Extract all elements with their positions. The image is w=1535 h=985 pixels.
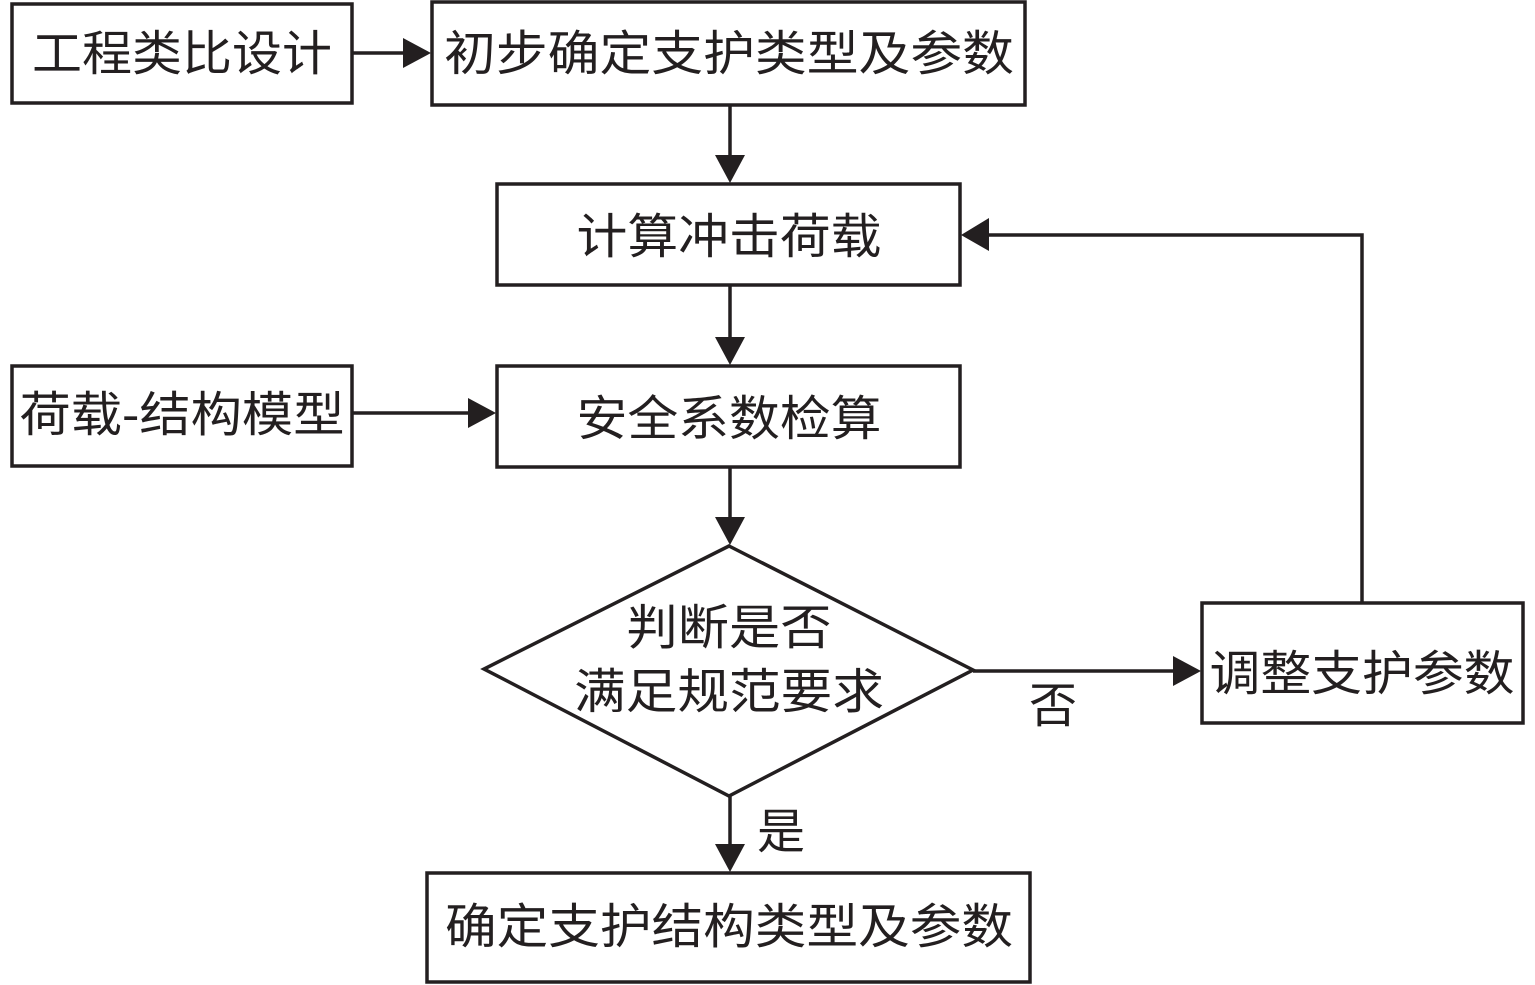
edge-analogy-to-initial [352, 38, 431, 68]
node-decision-label-line1: 判断是否 [627, 600, 832, 656]
edge-label-yes: 是 [757, 804, 805, 860]
node-adjust-params-label: 调整支护参数 [1210, 646, 1515, 702]
node-analogy-design-label: 工程类比设计 [32, 26, 332, 82]
arrowhead-left-icon [961, 218, 989, 251]
edge-decision-to-adjust [973, 656, 1201, 686]
node-initial-support-label: 初步确定支护类型及参数 [444, 26, 1014, 82]
arrowhead-right-icon [403, 38, 431, 68]
node-adjust-params-box [1200, 601, 1525, 725]
node-final-support-label: 确定支护结构类型及参数 [445, 899, 1013, 955]
node-load-structure-model-label: 荷载-结构模型 [20, 387, 345, 443]
node-impact-load-box [495, 182, 962, 287]
edge-impact-to-safety [715, 285, 745, 365]
edge-adjust-to-impact [961, 218, 1364, 603]
edge-model-to-safety [352, 398, 496, 428]
edge-initial-to-impact [715, 105, 745, 183]
node-decision-label-line2: 满足规范要求 [574, 664, 884, 720]
arrowhead-right-icon [468, 398, 496, 428]
arrowhead-down-icon [715, 517, 745, 545]
node-load-structure-model-box [10, 364, 354, 468]
arrowhead-right-icon [1173, 656, 1201, 686]
node-impact-load-label: 计算冲击荷载 [577, 209, 882, 265]
node-analogy-design-box [10, 2, 354, 105]
node-initial-support-box [430, 0, 1027, 107]
node-final-support-box [425, 871, 1032, 984]
arrowhead-down-icon [715, 155, 745, 183]
edge-label-no: 否 [1029, 678, 1077, 734]
edge-decision-to-final [715, 796, 745, 872]
arrowhead-down-icon [715, 844, 745, 872]
node-safety-check-label: 安全系数检算 [577, 391, 882, 447]
edge-safety-to-decision [715, 467, 745, 545]
arrowhead-down-icon [715, 337, 745, 365]
